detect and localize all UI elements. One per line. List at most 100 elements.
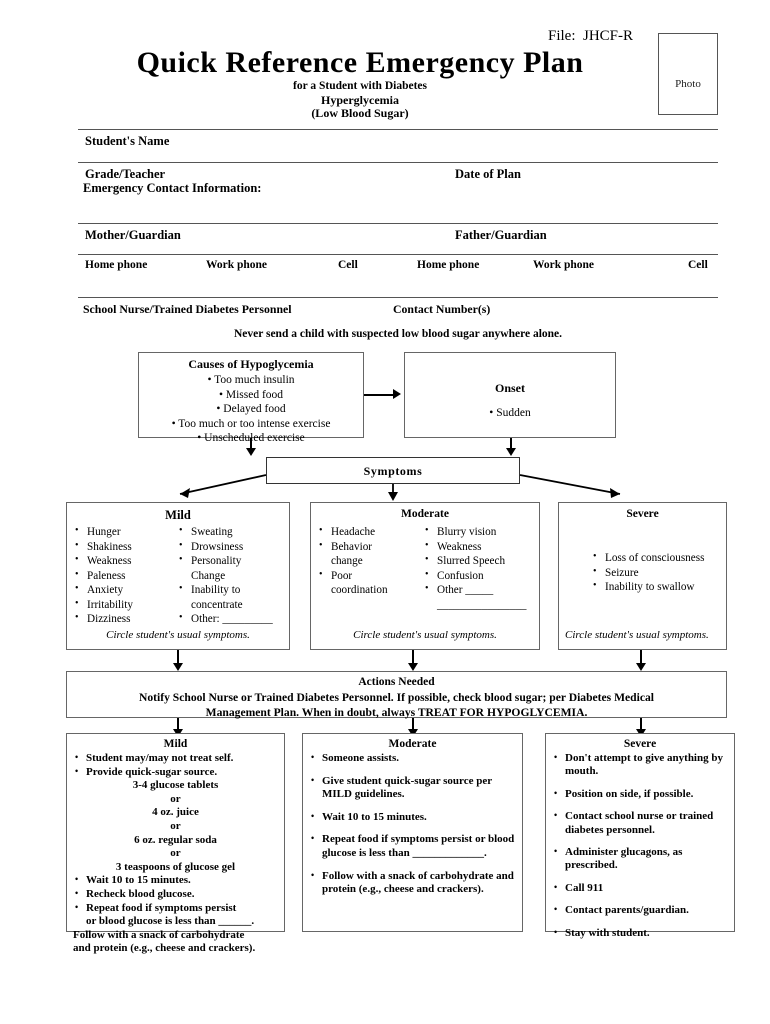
treatment-item: 3-4 glucose tablets	[132, 779, 219, 792]
symptom-item: Dizziness	[75, 611, 179, 627]
arrow-severe-to-actions-line	[640, 650, 642, 666]
symptoms-severe-box: Severe Loss of consciousness Seizure Ina…	[558, 502, 727, 650]
symptom-item: Blurry vision	[425, 524, 537, 540]
treatment-item: Follow with a snack of carbohydrate	[73, 928, 245, 941]
treatment-severe-heading: Severe	[623, 738, 657, 750]
symptom-item: Behavior	[319, 539, 425, 555]
causes-item: • Delayed food	[216, 403, 286, 416]
symptoms-box: Symptoms	[266, 457, 520, 484]
page-title: Quick Reference Emergency Plan	[136, 46, 584, 79]
treatment-item: and protein (e.g., cheese and crackers).	[73, 942, 256, 955]
treatment-mild-heading: Mild	[163, 738, 188, 750]
treatment-mild-list: Student may/may not treat self. Provide …	[73, 751, 278, 956]
treatment-mild-box: Mild Student may/may not treat self. Pro…	[66, 733, 285, 954]
label-grade-teacher: Grade/Teacher	[85, 167, 166, 181]
arrow-mild-to-actions-head	[173, 663, 183, 671]
treatment-severe-list: Don't attempt to give anything by mouth.…	[552, 751, 728, 940]
label-father-guardian: Father/Guardian	[455, 228, 547, 242]
onset-box: Onset • Sudden	[404, 352, 616, 438]
symptom-branch-arrows	[179, 474, 621, 501]
symptom-item: Other: _________	[179, 611, 283, 627]
actions-line2: Management Plan. When in doubt, always T…	[205, 706, 588, 719]
arrow-onset-down-line	[510, 438, 512, 450]
symptoms-moderate-box: Moderate Headache Behavior change Poor c…	[310, 502, 540, 650]
treatment-item: or	[170, 792, 181, 805]
symptoms-mild-note: Circle student's usual symptoms.	[106, 629, 250, 641]
treatment-item: or blood glucose is less than ______.	[86, 915, 255, 928]
symptom-item: Confusion	[425, 568, 537, 584]
symptom-item: change	[331, 555, 363, 567]
symptom-item: Slurred Speech	[425, 553, 537, 569]
causes-title: Causes of Hypoglycemia	[188, 357, 314, 371]
label-father-work-phone: Work phone	[533, 259, 595, 271]
photo-placeholder-box: Photo	[658, 33, 718, 115]
label-father-cell: Cell	[688, 259, 708, 271]
rule-phones	[78, 254, 718, 255]
treatment-item: Give student quick-sugar source per MILD…	[309, 774, 516, 802]
label-father-home-phone: Home phone	[417, 259, 480, 271]
symptom-item: Anxiety	[75, 582, 179, 598]
photo-placeholder-label: Photo	[675, 78, 701, 90]
treatment-item: 3 teaspoons of glucose gel	[115, 860, 236, 873]
arrow-causes-to-onset-line	[364, 394, 394, 396]
actions-needed-box: Actions Needed Notify School Nurse or Tr…	[66, 671, 727, 720]
file-label: File: JHCF-R	[548, 28, 634, 44]
treatment-item: Contact school nurse or trained diabetes…	[552, 809, 728, 837]
causes-box: Causes of Hypoglycemia • Too much insuli…	[138, 352, 364, 444]
warning-note: Never send a child with suspected low bl…	[233, 328, 563, 340]
label-students-name: Student's Name	[85, 134, 170, 148]
arrow-moderate-to-actions-head	[408, 663, 418, 671]
label-mother-cell: Cell	[338, 259, 358, 271]
symptom-item: Paleness	[75, 568, 179, 584]
treatment-moderate-box: Moderate Someone assists. Give student q…	[302, 733, 523, 932]
subtitle-student: for a Student with Diabetes	[293, 80, 427, 92]
rule-grade-teacher	[78, 162, 718, 163]
treatment-item: Administer glucagons, as prescribed.	[552, 845, 728, 873]
symptom-item: Poor	[319, 568, 425, 584]
treatment-item: Don't attempt to give anything by mouth.	[552, 751, 728, 779]
treatment-item: Recheck blood glucose.	[73, 887, 278, 902]
arrow-onset-down-head	[506, 448, 516, 456]
symptoms-severe-heading: Severe	[626, 508, 659, 520]
arrow-causes-down-head	[246, 448, 256, 456]
symptoms-moderate-note: Circle student's usual symptoms.	[353, 629, 497, 641]
symptom-item: Drowsiness	[179, 539, 283, 555]
treatment-item: Position on side, if possible.	[552, 787, 728, 801]
treatment-item: Wait 10 to 15 minutes.	[309, 810, 516, 825]
symptom-item: Irritability	[75, 597, 179, 613]
symptoms-moderate-col1: Headache Behavior change Poor coordinati…	[319, 524, 425, 612]
symptom-item: Change	[191, 569, 226, 582]
treatment-item: Follow with a snack of carbohydrate and …	[309, 869, 516, 897]
symptom-item: coordination	[331, 584, 388, 596]
treatment-item: 6 oz. regular soda	[134, 833, 217, 846]
rule-school-nurse	[78, 297, 718, 298]
actions-needed-title: Actions Needed	[358, 676, 435, 688]
treatment-item: Call 911	[552, 881, 728, 895]
symptoms-severe-note: Circle student's usual symptoms.	[565, 629, 709, 641]
treatment-item: Wait 10 to 15 minutes.	[73, 873, 278, 888]
treatment-item: or	[170, 847, 181, 860]
arrow-moderate-to-actions-line	[412, 650, 414, 666]
symptoms-mild-box: Mild Hunger Shakiness Weakness Paleness …	[66, 502, 290, 650]
causes-item: • Too much insulin	[207, 374, 295, 386]
treatment-item: Contact parents/guardian.	[552, 903, 728, 917]
causes-item: • Too much or too intense exercise	[171, 417, 331, 430]
label-date-of-plan: Date of Plan	[455, 167, 521, 181]
treatment-item: Someone assists.	[309, 751, 516, 766]
symptoms-label: Symptoms	[363, 464, 423, 478]
symptom-item: Personality	[179, 553, 283, 569]
treatment-item: or	[170, 819, 181, 832]
symptom-item: concentrate	[191, 598, 243, 611]
symptom-item: Hunger	[75, 524, 179, 540]
label-mother-work-phone: Work phone	[206, 259, 268, 271]
actions-needed-body: Notify School Nurse or Trained Diabetes …	[75, 690, 718, 720]
subtitle-parenthetical: (Low Blood Sugar)	[311, 106, 409, 120]
treatment-moderate-list: Someone assists. Give student quick-suga…	[309, 751, 516, 897]
label-emergency-contact-information: Emergency Contact Information:	[83, 181, 262, 195]
onset-title: Onset	[495, 381, 525, 395]
treatment-item: Stay with student.	[552, 926, 728, 940]
symptom-item: Shakiness	[75, 539, 179, 555]
treatment-item: 4 oz. juice	[152, 806, 199, 819]
onset-item: • Sudden	[489, 407, 531, 419]
